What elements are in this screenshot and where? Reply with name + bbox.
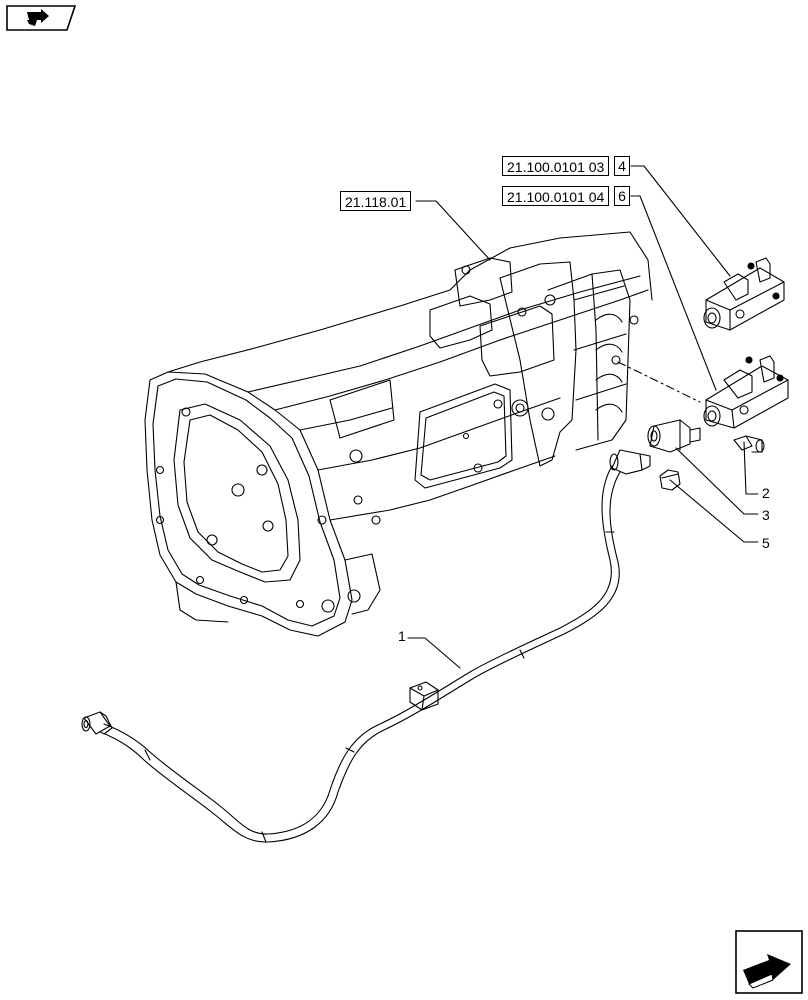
reference-valve-b[interactable]: 21.100.0101 04 — [502, 186, 610, 206]
book-pointer-icon[interactable] — [5, 4, 77, 32]
leader-lines — [407, 165, 759, 669]
nut-5 — [659, 469, 681, 491]
callout-pipe: 1 — [398, 628, 406, 644]
valve-assembly-4 — [703, 257, 785, 331]
adapter-3 — [647, 419, 701, 453]
reference-valve-a-item: 4 — [614, 156, 630, 176]
reference-valve-a[interactable]: 21.100.0101 03 — [502, 156, 610, 176]
transmission-housing — [144, 231, 653, 637]
reference-valve-b-item: 6 — [614, 186, 630, 206]
reference-transmission[interactable]: 21.118.01 — [340, 191, 412, 211]
next-page-arrow-icon[interactable] — [735, 930, 803, 994]
callout-screw: 2 — [762, 485, 770, 501]
screw-2 — [733, 435, 765, 453]
valve-assembly-6 — [703, 355, 789, 429]
alignment-line — [617, 361, 701, 403]
pipe-1 — [81, 449, 651, 843]
callout-adapter: 3 — [762, 507, 770, 523]
callout-nut: 5 — [762, 535, 770, 551]
